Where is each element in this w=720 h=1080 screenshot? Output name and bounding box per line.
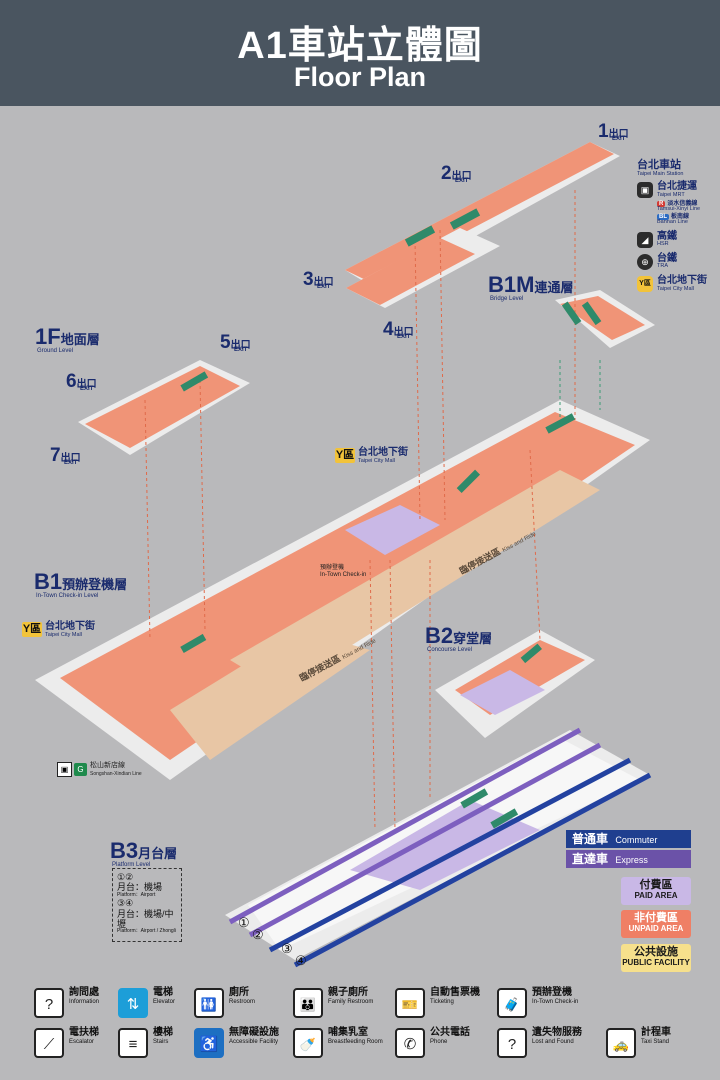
- level-label-b3: B3月台層 Platform Level: [110, 838, 178, 869]
- information-icon: ?: [34, 988, 64, 1018]
- ticketing-icon: 🎫: [395, 988, 425, 1018]
- city-mall-y-icon: Y區: [335, 448, 355, 463]
- red-line-badge: R: [657, 200, 666, 207]
- escalator-icon: ⟋: [34, 1028, 64, 1058]
- blue-line-badge: BL: [657, 213, 669, 220]
- legend-express: 直達車 Express: [566, 850, 691, 868]
- lost-found-icon: ?: [497, 1028, 527, 1058]
- hsr-icon: ◢: [637, 231, 653, 248]
- checkin-icon: 🧳: [497, 988, 527, 1018]
- breastfeeding-icon: 🍼: [293, 1028, 323, 1058]
- city-mall-badge: Y區: [637, 276, 653, 293]
- main-station-label: 台北車站 Taipei Main Station: [637, 159, 684, 177]
- level-label-b2: B2穿堂層 Concourse Level: [425, 623, 493, 654]
- elevator-icon: ⇅: [118, 988, 148, 1018]
- green-line-badge: G: [74, 763, 87, 777]
- platform-1-marker: ①: [238, 915, 250, 930]
- level-label-b1: B1預辦登機層 In-Town Check-in Level: [34, 569, 128, 600]
- metro-icon: ▣: [637, 182, 653, 199]
- page-title: A1車站立體圖: [237, 25, 483, 67]
- metro-transfer-icon: ▣: [57, 762, 72, 778]
- floor-plan-drawing: [35, 142, 655, 968]
- accessible-icon: ♿: [194, 1028, 224, 1058]
- platform-4-marker: ④: [295, 953, 307, 968]
- tra-icon: ⊕: [637, 253, 653, 270]
- level-label-b1m: B1M連通層 Bridge Level: [488, 272, 574, 303]
- header-banner: A1車站立體圖 Floor Plan: [0, 0, 720, 106]
- phone-icon: ✆: [395, 1028, 425, 1058]
- page-subtitle: Floor Plan: [293, 62, 426, 92]
- family-restroom-icon: 👪: [293, 988, 323, 1018]
- taxi-icon: 🚕: [606, 1028, 636, 1058]
- city-mall-y-icon-west: Y區: [22, 622, 42, 637]
- stairs-icon: ≡: [118, 1028, 148, 1058]
- restroom-icon: 🚻: [194, 988, 224, 1018]
- platform-2-marker: ②: [252, 927, 264, 942]
- legend-commuter: 普通車 Commuter: [566, 830, 691, 848]
- platform-3-marker: ③: [281, 941, 293, 956]
- level-label-1f: 1F地面層 Ground Level: [35, 324, 100, 355]
